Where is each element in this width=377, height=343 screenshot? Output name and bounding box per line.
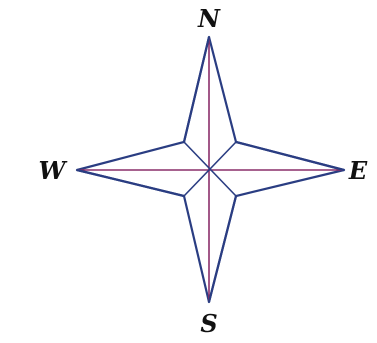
label-west: W xyxy=(39,156,68,185)
label-south: S xyxy=(200,309,217,338)
crease-south-right xyxy=(207,194,238,304)
crease-east-top xyxy=(234,140,346,172)
label-north: N xyxy=(197,4,221,33)
crease-north-left xyxy=(182,35,211,144)
crease-west-bottom xyxy=(75,168,186,198)
diagonal-ne-sw xyxy=(183,141,237,197)
label-east: E xyxy=(348,156,368,185)
